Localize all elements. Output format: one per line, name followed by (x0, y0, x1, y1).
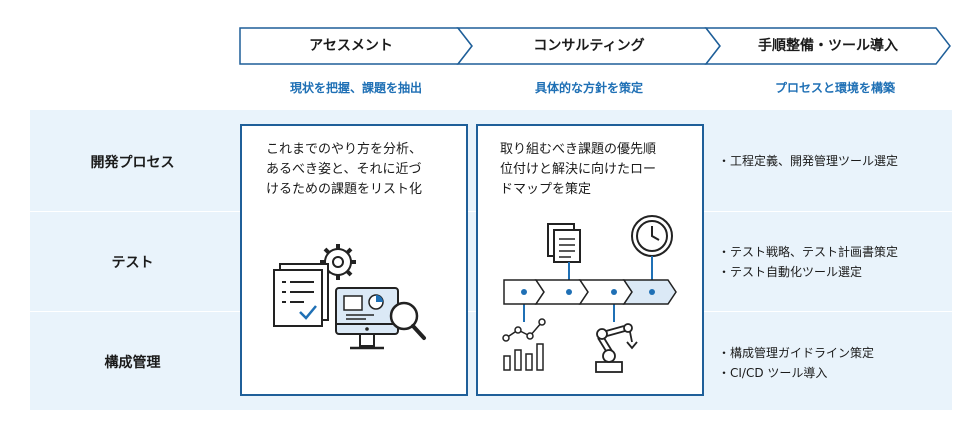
phase-subtitle-assessment: 現状を把握、課題を抽出 (289, 81, 422, 95)
chevron-tools (704, 27, 951, 65)
magnifier-icon (389, 301, 426, 340)
consulting-text-1: 取り組むべき課題の優先順 (500, 142, 657, 157)
monitor-icon (335, 287, 399, 350)
phase-chevron-bar (239, 27, 951, 65)
consulting-text-2: 位付けと解決に向けたロー (500, 162, 657, 177)
clock-icon (631, 215, 673, 257)
robot-arm-icon (595, 323, 638, 373)
phase-subtitle-consulting: 具体的な方針を策定 (534, 81, 643, 95)
phase-subtitle-tools: プロセスと環境を構築 (774, 81, 895, 95)
row-label-test: テスト (111, 255, 154, 271)
row-label-process: 開発プロセス (90, 155, 175, 171)
document-icon (547, 223, 581, 263)
checklist-icon (273, 263, 329, 327)
row-label-config: 構成管理 (104, 355, 161, 371)
tools-config-item-2: ・CI/CD ツール導入 (718, 366, 828, 380)
analytics-icon (502, 318, 546, 371)
tools-test-item-2: ・テスト自動化ツール選定 (718, 265, 863, 279)
phase-title-consulting: コンサルティング (533, 38, 645, 54)
tools-process-item-1: ・工程定義、開発管理ツール選定 (718, 154, 899, 168)
phase-title-tools: 手順整備・ツール導入 (758, 38, 898, 54)
assessment-text-2: あるべき姿と、それに近づ (266, 162, 422, 177)
tools-test-item-1: ・テスト戦略、テスト計画書策定 (718, 245, 899, 259)
consulting-text-3: ドマップを策定 (500, 182, 592, 197)
analysis-illustration (273, 244, 426, 350)
consulting-card (476, 124, 704, 396)
assessment-text-1: これまでのやり方を分析、 (266, 142, 423, 157)
roadmap-illustration (502, 215, 677, 373)
phase-title-assessment: アセスメント (309, 38, 393, 54)
tools-config-item-1: ・構成管理ガイドライン策定 (718, 346, 875, 360)
roadmap-arrow-bar (503, 279, 677, 305)
assessment-text-3: けるための課題をリスト化 (266, 182, 423, 197)
